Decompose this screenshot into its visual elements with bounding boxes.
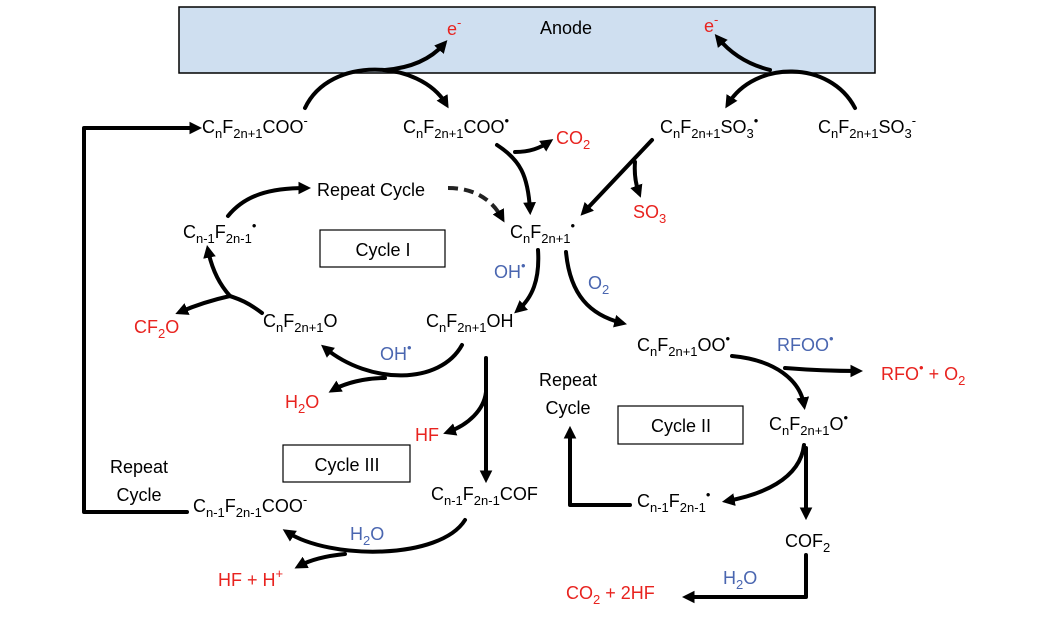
arrow-peroxyl-to-alkoxyl <box>730 354 810 411</box>
arrow-to-short-radical <box>203 244 232 298</box>
arrow-oxidation-sulfonate <box>725 69 857 110</box>
oh-radical-reagent-2: OH• <box>380 340 412 364</box>
cf2o-byproduct: CF2O <box>134 317 179 341</box>
carboxyl-radical: CnF2n+1COO• <box>403 113 510 141</box>
arrow-hf-hplus-release <box>294 552 347 569</box>
h2o-reagent-cof2: H2O <box>723 568 757 592</box>
oh-radical-reagent-1: OH• <box>494 258 526 282</box>
arrow-oxygenation <box>564 250 627 328</box>
arrow-h2o-release <box>328 376 387 393</box>
cycle-3-label: Cycle III <box>314 455 379 475</box>
arrow-alcohol-to-alkoxy <box>321 343 464 378</box>
co2-2hf-byproduct: CO2 + 2HF <box>566 583 655 607</box>
arrow-alkoxy-split <box>228 294 264 315</box>
arrow-so3-release <box>630 160 643 198</box>
carboxylate-anion: CnF2n+1COO- <box>202 113 308 141</box>
perfluoroalkyl-radical: CnF2n+1• <box>510 218 576 246</box>
arrow-electron-right <box>714 34 772 72</box>
alkoxyl-radical: CnF2n+1O• <box>769 410 849 438</box>
repeat-cycle-right-1: Repeat <box>539 370 597 390</box>
cycle-2-box <box>617 405 744 445</box>
cycle-3-box <box>282 444 411 483</box>
cof2-species: COF2 <box>785 531 830 555</box>
so3-byproduct: SO3 <box>633 202 666 226</box>
arrow-repeat-cycle-top <box>226 181 312 218</box>
alkoxy-species: CnF2n+1O <box>263 311 338 335</box>
arrow-hf-release <box>443 390 488 436</box>
arrow-rfo-release <box>783 364 864 378</box>
o2-reagent: O2 <box>588 273 609 297</box>
anode-label: Anode <box>540 18 592 38</box>
repeat-cycle-top: Repeat Cycle <box>317 180 425 200</box>
rfo-o2-byproduct: RFO• + O2 <box>881 360 965 388</box>
cycle-1-label: Cycle I <box>355 240 410 260</box>
arrow-electron-left <box>383 40 448 72</box>
arrow-repeat-left-loop <box>82 121 203 514</box>
electron-right: e- <box>704 12 718 36</box>
arrow-decarboxylation <box>495 143 536 216</box>
arrow-desulfonation <box>580 138 654 216</box>
peroxyl-radical: CnF2n+1OO• <box>637 331 731 359</box>
cycle-2-label: Cycle II <box>651 416 711 436</box>
h2o-reagent-cycle-3: H2O <box>350 524 384 548</box>
sulfonyl-radical: CnF2n+1SO3• <box>660 113 759 141</box>
repeat-cycle-right-2: Cycle <box>545 398 590 418</box>
arrow-repeat-cycle-right <box>563 425 632 507</box>
arrow-cf2o-release <box>175 294 232 315</box>
hf-byproduct: HF <box>415 425 439 445</box>
arrow-alkoxyl-to-short-radical <box>721 443 806 506</box>
arrow-oxidation-carboxylate <box>303 67 449 110</box>
alcohol-species: CnF2n+1OH <box>426 311 514 335</box>
short-carboxylate: Cn-1F2n-1COO- <box>193 492 307 520</box>
arrow-cof-hydrolysis <box>282 518 467 554</box>
cycle-1-box <box>319 229 446 268</box>
repeat-cycle-left-2: Cycle <box>116 485 161 505</box>
anode-box <box>178 6 876 74</box>
electron-left: e- <box>447 15 461 39</box>
acyl-fluoride: Cn-1F2n-1COF <box>431 484 538 508</box>
sulfonate-anion: CnF2n+1SO3- <box>818 113 916 141</box>
shortened-radical: Cn-1F2n-1• <box>183 218 257 246</box>
repeat-cycle-left-1: Repeat <box>110 457 168 477</box>
h2o-byproduct: H2O <box>285 392 319 416</box>
arrow-cof2-hydrolysis <box>681 553 808 604</box>
short-radical-cycle-2: Cn-1F2n-1• <box>637 487 711 515</box>
rfoo-reagent: RFOO• <box>777 331 834 355</box>
co2-byproduct: CO2 <box>556 128 590 152</box>
arrow-co2-release <box>513 139 554 154</box>
hf-hplus-byproduct: HF + H+ <box>218 566 283 590</box>
arrow-hydroxylation <box>514 248 541 314</box>
arrow-repeat-dashed <box>447 186 505 223</box>
